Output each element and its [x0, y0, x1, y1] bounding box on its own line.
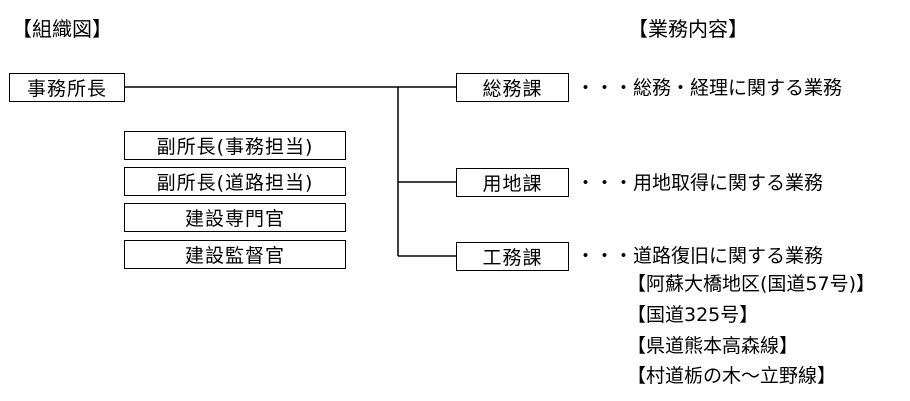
duties-heading: 【業務内容】	[628, 17, 748, 41]
deputy-road-box: 副所長(道路担当)	[124, 167, 346, 196]
land-duty: ・・・用地取得に関する業務	[576, 172, 824, 194]
works-duty: ・・・道路復旧に関する業務	[576, 245, 824, 267]
project-route-325: 【国道325号】	[627, 304, 759, 326]
project-aso-bridge: 【阿蘇大橋地区(国道57号)】	[627, 273, 876, 295]
works-section-box: 工務課	[456, 242, 569, 271]
org-chart-heading: 【組織図】	[12, 17, 112, 41]
project-kumamoto-takamori: 【県道熊本高森線】	[627, 335, 799, 357]
construction-specialist-box: 建設専門官	[124, 203, 346, 232]
deputy-admin-box: 副所長(事務担当)	[124, 131, 346, 160]
office-director-box: 事務所長	[9, 73, 125, 102]
construction-supervisor-box: 建設監督官	[124, 240, 346, 269]
general-affairs-duty: ・・・総務・経理に関する業務	[576, 77, 843, 99]
land-section-box: 用地課	[456, 168, 569, 197]
project-tochinoki-tateno: 【村道栃の木～立野線】	[627, 365, 837, 387]
general-affairs-section-box: 総務課	[456, 73, 569, 102]
